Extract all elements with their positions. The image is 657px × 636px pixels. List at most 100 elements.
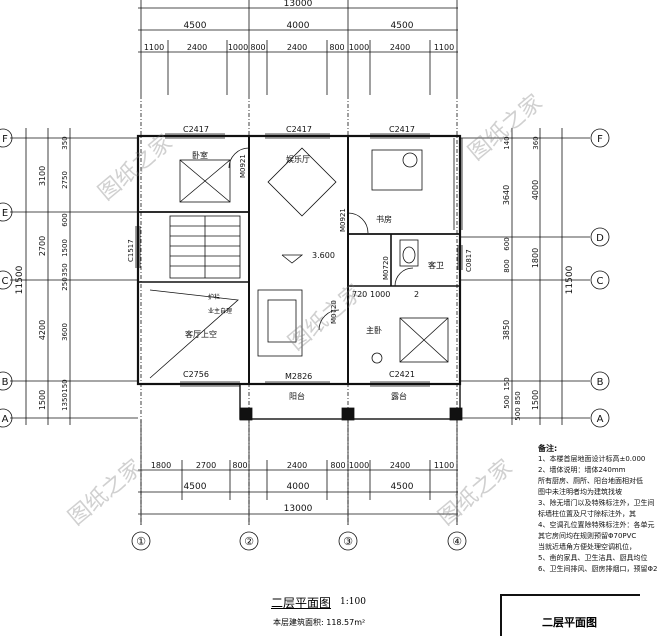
title-block-name: 二层平面图 [542, 616, 597, 629]
dim-right-main: 1800 [531, 248, 540, 268]
dim-bottom-detail: 800 [330, 461, 345, 470]
door-label: M0921 [239, 154, 247, 178]
dim-left-detail: 1500 [61, 239, 69, 257]
dim-right-detail: 500 [514, 407, 522, 420]
room-label-toilet: 客卫 [428, 260, 444, 270]
window-label: C2417 [286, 125, 312, 134]
notes-line: 5、凿的家具、卫生洁具、厨具均位 [538, 554, 648, 562]
notes-line: 6、卫生间排风、厨房排烟口，预留Φ2 [538, 565, 657, 573]
notes-heading: 备注: [538, 444, 558, 453]
dim-left-outer: 11500 [15, 265, 25, 294]
room-label-study: 书房 [376, 214, 392, 224]
dim-bottom-detail: 2700 [196, 461, 216, 470]
window-label: C2421 [389, 370, 415, 379]
window-label: C2417 [183, 125, 209, 134]
floor-plan-drawing: 13000 4500 4000 4500 1100 2400 1000 800 … [0, 0, 610, 551]
dim-right-detail: 800 [503, 259, 511, 272]
door-label: M2826 [285, 372, 312, 381]
axis-label-row-right: D [596, 233, 604, 244]
dim-bottom-section: 4500 [184, 482, 207, 492]
window-label: C2756 [183, 370, 209, 379]
window-label: C0817 [465, 249, 473, 272]
dim-left-detail: 350 [61, 136, 69, 149]
dim-right-detail: 150 [503, 377, 511, 390]
axis-label-row-right: C [597, 276, 604, 287]
door-label: M0720 [330, 300, 338, 324]
axis-label-row-left: A [2, 414, 9, 425]
dim-total-top: 13000 [284, 0, 313, 9]
axis-label-row-left: E [2, 208, 8, 219]
axis-label-row-right: B [597, 377, 604, 388]
axis-label-col: ② [244, 535, 254, 548]
dim-top-section: 4500 [184, 21, 207, 31]
dim-right-main: 1500 [531, 390, 540, 410]
dim-bottom-detail: 1000 [349, 461, 369, 470]
dim-right-main: 3640 [502, 185, 511, 205]
dim-left-main: 2700 [38, 236, 47, 256]
dim-left-detail: 350 [61, 263, 69, 276]
dim-right-outer: 11500 [565, 265, 575, 294]
notes-line: 4、空调孔位置除特殊标注外：各单元 [538, 521, 655, 529]
plan-area: 本层建筑面积: 118.57m² [273, 618, 366, 627]
dim-inner: 720 [352, 290, 367, 299]
axis-label-row-right: A [597, 414, 604, 425]
axis-label-col: ③ [343, 535, 353, 548]
notes-panel: 备注: 1、本楼首层地面设计标高±0.000 2、墙体说明：墙体240mm 所有… [538, 443, 657, 575]
room-label-entertainment: 娱乐厅 [286, 154, 310, 164]
door-label: M0720 [382, 256, 390, 280]
dim-top-section: 4000 [287, 21, 310, 31]
dim-right-detail: 140 [503, 136, 511, 149]
notes-line: 标墙柱位置及尺寸除标注外，其 [538, 510, 636, 518]
dim-bottom-detail: 800 [232, 461, 247, 470]
dim-bottom-detail: 2400 [287, 461, 307, 470]
door-label: M0921 [339, 208, 347, 232]
room-label-terrace: 露台 [391, 391, 407, 401]
dim-right-main: 360 [532, 136, 540, 149]
window-label: C1517 [127, 239, 135, 262]
axis-label-row-left: B [2, 377, 9, 388]
notes-line: 3、除无墙门以及特殊标注外，卫生间 [538, 499, 655, 507]
room-label-balcony: 阳台 [289, 391, 305, 401]
dim-top-detail: 1000 [349, 43, 369, 52]
notes-line: 当就近墙角方便处理空调机位， [538, 543, 636, 551]
dim-right-main: 3850 [502, 320, 511, 340]
dim-inner: 2 [414, 290, 419, 299]
dim-inner: 1000 [370, 290, 390, 299]
room-label-master: 主卧 [366, 325, 382, 335]
elevation-label: 3.600 [312, 251, 335, 260]
dim-top-detail: 1100 [144, 43, 164, 52]
dim-bottom-detail: 2400 [390, 461, 410, 470]
notes-line: 其它房间均在规则预留Φ70PVC [538, 532, 637, 540]
dim-bottom-section: 4500 [391, 482, 414, 492]
dim-right-detail: 600 [503, 237, 511, 250]
dim-left-main: 3100 [38, 166, 47, 186]
title-block: 二层平面图 [500, 594, 640, 636]
room-label-bedroom: 卧室 [192, 150, 208, 160]
dim-left-detail: 2750 [61, 171, 69, 189]
axis-label-row-left: F [2, 134, 8, 145]
dim-top-detail: 800 [329, 43, 344, 52]
room-label-void: 客厅上空 [185, 329, 217, 339]
plan-title: 二层平面图 [271, 596, 332, 610]
dim-left-main: 4200 [38, 320, 47, 340]
dim-top-detail: 2400 [287, 43, 307, 52]
dim-right-detail: 850 [514, 391, 522, 404]
dim-total-bottom: 13000 [284, 504, 313, 514]
window-label: C2417 [389, 125, 415, 134]
dim-left-main: 1500 [38, 390, 47, 410]
axis-label-row-right: F [597, 134, 603, 145]
dim-top-detail: 1000 [228, 43, 248, 52]
room-label-railing-note: 业主自理 [208, 307, 232, 315]
dim-left-detail: 600 [61, 213, 69, 226]
dim-bottom-detail: 1100 [434, 461, 454, 470]
dim-left-detail: 150 [61, 379, 69, 392]
notes-line: 图中未注明者均为建筑找坡 [538, 488, 622, 496]
dim-top-detail: 1100 [434, 43, 454, 52]
plan-scale: 1:100 [340, 597, 366, 607]
dim-top-detail: 800 [250, 43, 265, 52]
dim-top-detail: 2400 [390, 43, 410, 52]
axis-label-row-left: C [2, 276, 9, 287]
dim-bottom-detail: 1800 [151, 461, 171, 470]
dim-bottom-section: 4000 [287, 482, 310, 492]
room-label-railing: 护栏 [208, 293, 220, 301]
